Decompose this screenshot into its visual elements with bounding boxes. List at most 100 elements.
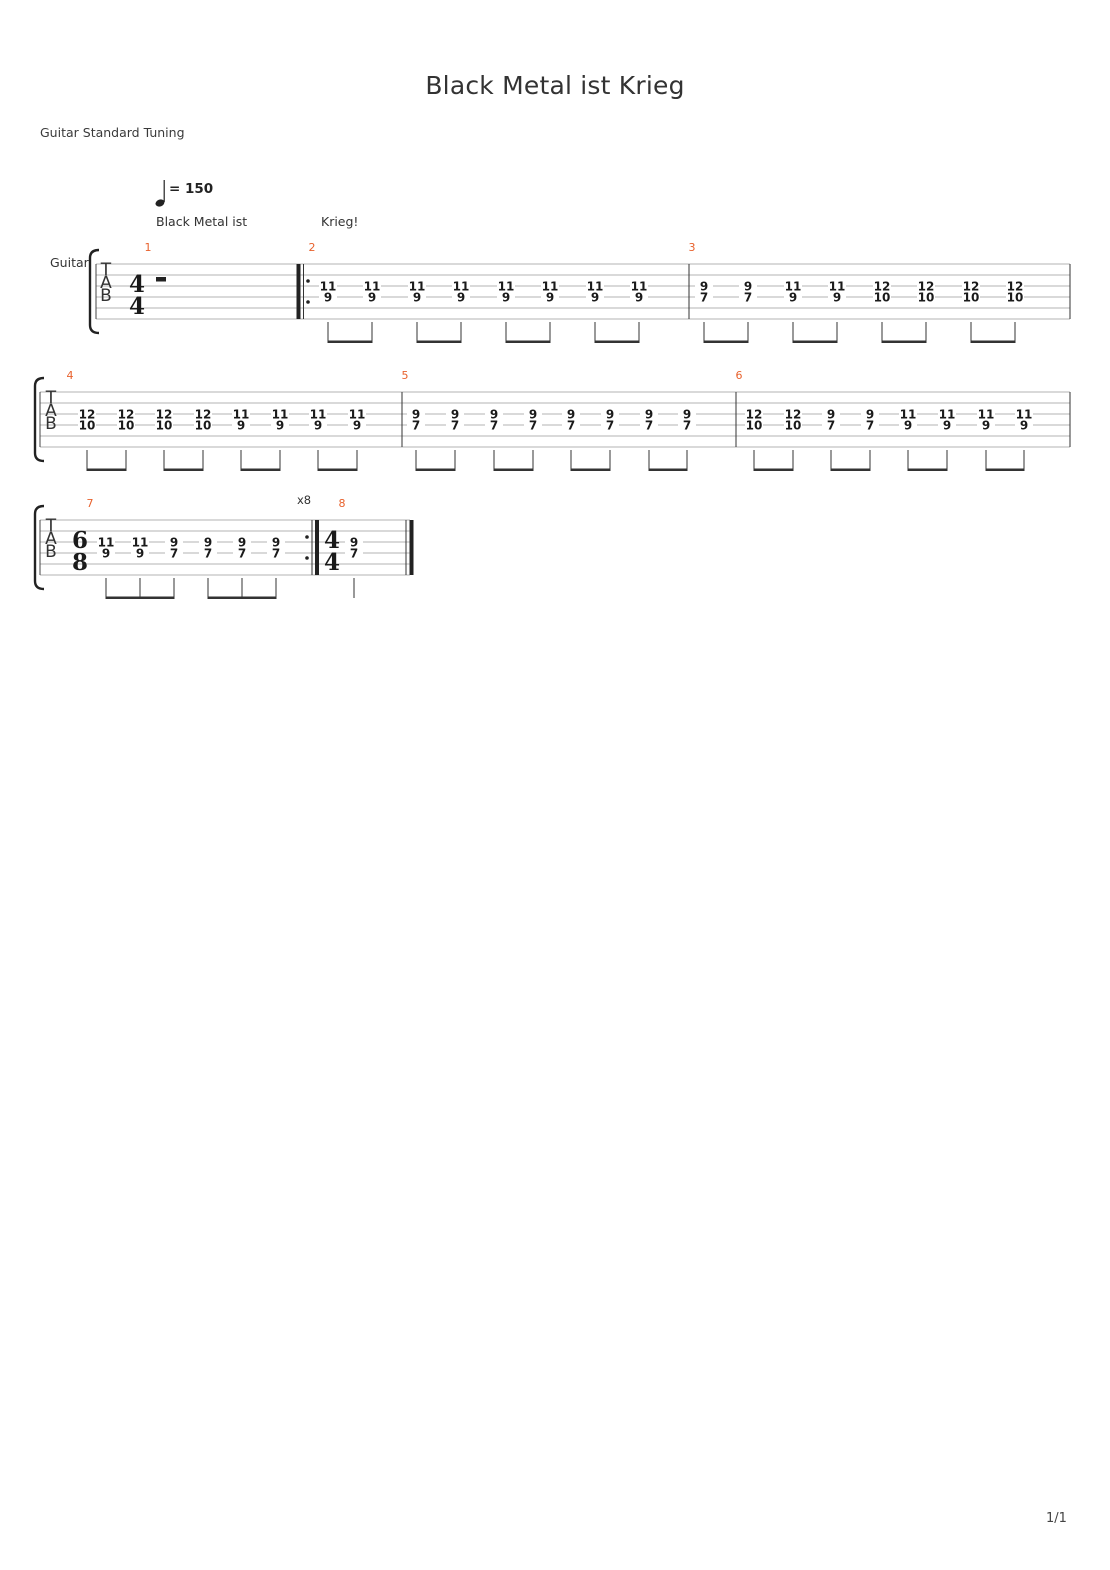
tab-clef-letter: B bbox=[45, 542, 57, 562]
fret-mask bbox=[199, 537, 217, 558]
fret-mask bbox=[165, 537, 183, 558]
fret-mask bbox=[1006, 281, 1024, 302]
tab-clef-letter: A bbox=[100, 273, 112, 293]
system-bracket bbox=[33, 504, 45, 591]
beam bbox=[648, 468, 688, 471]
fret-number: 11 bbox=[349, 408, 366, 422]
fret-mask bbox=[899, 409, 917, 430]
fret-number: 9 bbox=[324, 291, 332, 305]
fret-number: 11 bbox=[1016, 408, 1033, 422]
fret-number: 10 bbox=[1007, 291, 1024, 305]
tab-clef-letter: T bbox=[45, 516, 57, 536]
fret-mask bbox=[822, 409, 840, 430]
fret-number: 9 bbox=[866, 408, 874, 422]
fret-number: 7 bbox=[606, 419, 614, 433]
tab-clef-letter: A bbox=[45, 401, 57, 421]
time-signature-m7-bottom: 8 bbox=[72, 549, 88, 576]
fret-number: 10 bbox=[118, 419, 135, 433]
beam bbox=[163, 468, 204, 471]
fret-mask bbox=[977, 409, 995, 430]
measure-number: 2 bbox=[309, 241, 316, 254]
fret-number: 9 bbox=[683, 408, 691, 422]
measure-number: 3 bbox=[689, 241, 696, 254]
final-thick-bar bbox=[409, 520, 414, 575]
fret-mask bbox=[630, 281, 648, 302]
fret-number: 10 bbox=[156, 419, 173, 433]
fret-mask bbox=[232, 409, 250, 430]
fret-number: 7 bbox=[204, 547, 212, 561]
fret-number: 7 bbox=[683, 419, 691, 433]
beam bbox=[240, 468, 281, 471]
fret-number: 7 bbox=[827, 419, 835, 433]
tempo-value: = 150 bbox=[169, 181, 213, 197]
fret-number: 10 bbox=[963, 291, 980, 305]
fret-number: 10 bbox=[874, 291, 891, 305]
fret-number: 9 bbox=[272, 536, 280, 550]
fret-mask bbox=[97, 537, 115, 558]
beam bbox=[703, 340, 749, 343]
fret-number: 9 bbox=[943, 419, 951, 433]
fret-number: 7 bbox=[490, 419, 498, 433]
measure-number: 8 bbox=[339, 497, 346, 510]
fret-number: 9 bbox=[744, 280, 752, 294]
fret-number: 9 bbox=[982, 419, 990, 433]
fret-mask bbox=[601, 409, 619, 430]
fret-mask bbox=[233, 537, 251, 558]
fret-mask bbox=[861, 409, 879, 430]
fret-mask bbox=[678, 409, 696, 430]
fret-number: 10 bbox=[918, 291, 935, 305]
fret-number: 7 bbox=[170, 547, 178, 561]
fret-mask bbox=[586, 281, 604, 302]
fret-number: 9 bbox=[529, 408, 537, 422]
fret-mask bbox=[117, 409, 135, 430]
fret-mask bbox=[828, 281, 846, 302]
fret-number: 11 bbox=[364, 280, 381, 294]
fret-number: 11 bbox=[310, 408, 327, 422]
fret-mask bbox=[319, 281, 337, 302]
fret-number: 9 bbox=[789, 291, 797, 305]
system-bracket bbox=[88, 248, 100, 335]
beam bbox=[493, 468, 534, 471]
fret-number: 9 bbox=[904, 419, 912, 433]
fret-number: 9 bbox=[412, 408, 420, 422]
fret-mask bbox=[562, 409, 580, 430]
fret-number: 11 bbox=[98, 536, 115, 550]
tab-clef-letter: A bbox=[45, 529, 57, 549]
beam bbox=[753, 468, 794, 471]
fret-number: 7 bbox=[866, 419, 874, 433]
lyric-word: Krieg! bbox=[321, 214, 358, 229]
fret-number: 11 bbox=[132, 536, 149, 550]
fret-number: 7 bbox=[238, 547, 246, 561]
fret-mask bbox=[345, 537, 363, 558]
fret-number: 11 bbox=[498, 280, 515, 294]
system-bracket bbox=[33, 376, 45, 463]
fret-number: 9 bbox=[136, 547, 144, 561]
measure-number: 5 bbox=[402, 369, 409, 382]
fret-number: 11 bbox=[542, 280, 559, 294]
fret-number: 9 bbox=[635, 291, 643, 305]
fret-number: 7 bbox=[451, 419, 459, 433]
fret-mask bbox=[155, 409, 173, 430]
beam bbox=[881, 340, 927, 343]
time-signature-m8-bottom: 4 bbox=[324, 549, 340, 576]
measure-number: 4 bbox=[67, 369, 74, 382]
fret-number: 12 bbox=[1007, 280, 1024, 294]
fret-number: 7 bbox=[567, 419, 575, 433]
fret-number: 11 bbox=[900, 408, 917, 422]
lyric-word: Black Metal ist bbox=[156, 214, 247, 229]
measure-number: 6 bbox=[736, 369, 743, 382]
fret-number: 9 bbox=[606, 408, 614, 422]
fret-mask bbox=[739, 281, 757, 302]
beam bbox=[985, 468, 1025, 471]
tab-clef-letter: T bbox=[100, 260, 112, 280]
fret-mask bbox=[485, 409, 503, 430]
time-signature-m7-top: 6 bbox=[72, 527, 88, 554]
fret-number: 9 bbox=[238, 536, 246, 550]
measure-number: 7 bbox=[87, 497, 94, 510]
repeat-count: x8 bbox=[297, 493, 311, 507]
fret-number: 12 bbox=[195, 408, 212, 422]
fret-number: 7 bbox=[272, 547, 280, 561]
beam bbox=[830, 468, 871, 471]
time-signature-m8-top: 4 bbox=[324, 527, 340, 554]
fret-number: 10 bbox=[785, 419, 802, 433]
